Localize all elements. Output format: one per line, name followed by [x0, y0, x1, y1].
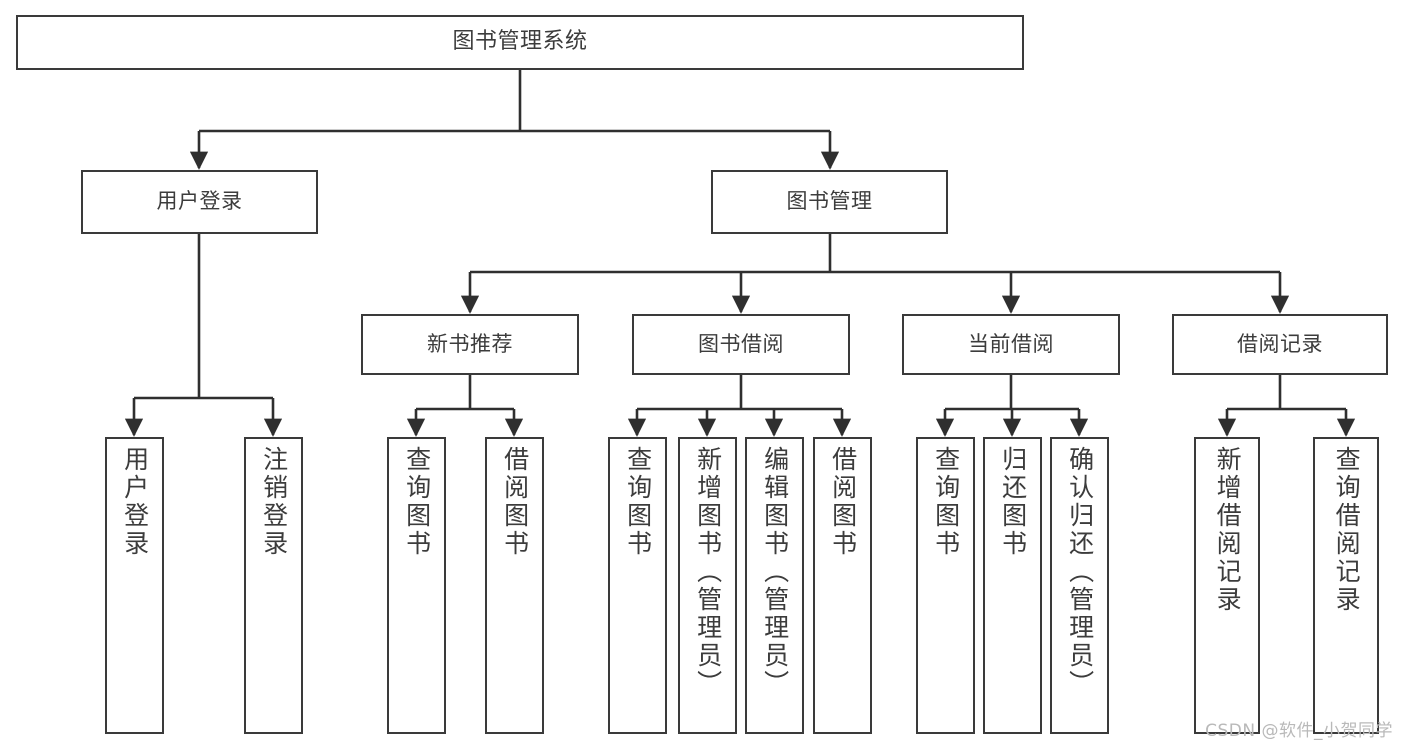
node-user-login-label: 用户登录 — [156, 189, 243, 214]
node-leaf-add-record[interactable]: 新增借阅记录 — [1194, 437, 1260, 734]
node-leaf-query-book-3[interactable]: 查询图书 — [916, 437, 975, 734]
node-leaf-borrow-book-2[interactable]: 借阅图书 — [813, 437, 872, 734]
node-user-login[interactable]: 用户登录 — [81, 170, 318, 234]
node-leaf-borrow-book-1-label: 借阅图书 — [500, 446, 530, 558]
node-leaf-user-logout[interactable]: 注销登录 — [244, 437, 303, 734]
node-leaf-user-login[interactable]: 用户登录 — [105, 437, 164, 734]
node-current-borrow-label: 当前借阅 — [968, 331, 1054, 356]
node-leaf-return-book-label: 归还图书 — [998, 446, 1028, 558]
node-leaf-query-book-1-label: 查询图书 — [402, 446, 432, 558]
node-leaf-user-login-label: 用户登录 — [120, 446, 150, 558]
node-leaf-return-book[interactable]: 归还图书 — [983, 437, 1042, 734]
node-leaf-query-record-label: 查询借阅记录 — [1332, 446, 1362, 614]
node-book-borrow[interactable]: 图书借阅 — [632, 314, 850, 375]
node-book-manage[interactable]: 图书管理 — [711, 170, 948, 234]
node-leaf-edit-book[interactable]: 编辑图书（管理员） — [745, 437, 804, 734]
node-leaf-add-book[interactable]: 新增图书（管理员） — [678, 437, 737, 734]
node-new-book-rec-label: 新书推荐 — [427, 331, 513, 356]
node-leaf-edit-book-label: 编辑图书（管理员） — [760, 446, 790, 698]
node-leaf-borrow-book-1[interactable]: 借阅图书 — [485, 437, 544, 734]
node-leaf-user-logout-label: 注销登录 — [259, 446, 289, 558]
node-leaf-query-book-1[interactable]: 查询图书 — [387, 437, 446, 734]
node-borrow-record[interactable]: 借阅记录 — [1172, 314, 1388, 375]
node-leaf-query-book-3-label: 查询图书 — [931, 446, 961, 558]
node-book-borrow-label: 图书借阅 — [698, 331, 784, 356]
node-leaf-add-book-label: 新增图书（管理员） — [693, 446, 723, 698]
node-leaf-query-book-2-label: 查询图书 — [623, 446, 653, 558]
watermark: CSDN @软件_小贺同学 — [1205, 721, 1393, 741]
node-root[interactable]: 图书管理系统 — [16, 15, 1024, 70]
node-leaf-query-book-2[interactable]: 查询图书 — [608, 437, 667, 734]
node-leaf-borrow-book-2-label: 借阅图书 — [828, 446, 858, 558]
node-book-manage-label: 图书管理 — [786, 189, 873, 214]
node-leaf-confirm-return[interactable]: 确认归还（管理员） — [1050, 437, 1109, 734]
node-current-borrow[interactable]: 当前借阅 — [902, 314, 1120, 375]
node-leaf-add-record-label: 新增借阅记录 — [1213, 446, 1243, 614]
node-new-book-rec[interactable]: 新书推荐 — [361, 314, 579, 375]
node-leaf-query-record[interactable]: 查询借阅记录 — [1313, 437, 1379, 734]
node-root-label: 图书管理系统 — [452, 29, 588, 55]
node-leaf-confirm-return-label: 确认归还（管理员） — [1065, 446, 1095, 698]
node-borrow-record-label: 借阅记录 — [1237, 331, 1323, 356]
